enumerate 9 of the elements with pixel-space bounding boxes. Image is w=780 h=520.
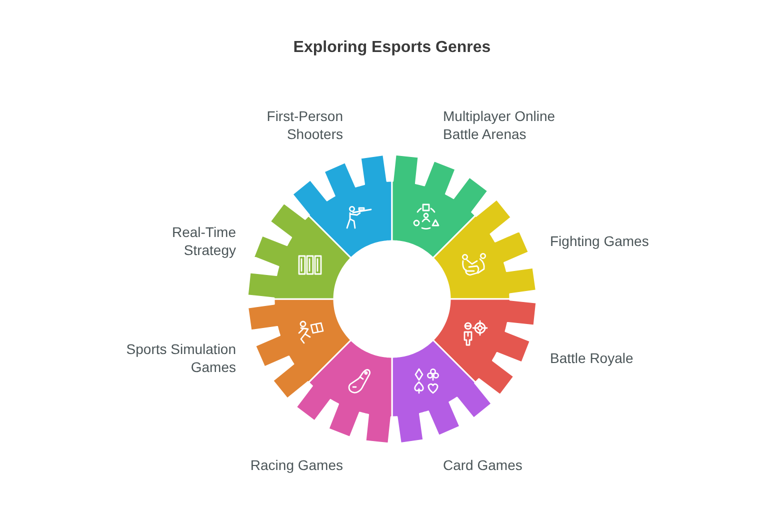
genre-label: Fighting Games — [550, 232, 649, 250]
genre-label: Real-Time Strategy — [171, 223, 236, 259]
genre-label: Sports Simulation Games — [126, 340, 236, 376]
genre-label: Card Games — [443, 456, 523, 474]
genre-label: First-Person Shooters — [266, 107, 343, 143]
genre-label: Battle Royale — [550, 349, 634, 367]
genre-label: Racing Games — [250, 456, 343, 474]
genre-label: Multiplayer Online Battle Arenas — [443, 107, 556, 143]
diagram-title: Exploring Esports Genres — [293, 38, 491, 58]
